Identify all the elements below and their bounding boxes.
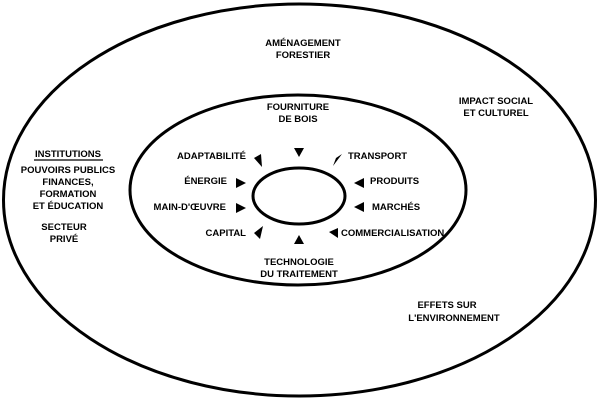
factor-products: Produits	[370, 176, 419, 187]
institutions-public-line-1: Pouvoirs publics	[21, 165, 116, 176]
arrow-from-markets-icon	[354, 202, 364, 212]
arrow-from-wood-supply-icon	[294, 148, 304, 157]
factor-labour: Main-d'œuvre	[154, 202, 226, 213]
arrow-from-products-icon	[354, 178, 364, 188]
institutions-private-line-2: privé	[50, 234, 79, 245]
social-impact-label: Impact social et culturel	[459, 96, 533, 119]
institutions-public-line-2: Finances,	[42, 177, 93, 188]
wood-supply-line-2: de bois	[278, 114, 317, 125]
processing-technology-line-1: Technologie	[264, 257, 334, 268]
forest-management-line-1: Aménagement	[265, 38, 341, 49]
arrows	[236, 148, 364, 244]
social-impact-line-1: Impact social	[459, 96, 533, 107]
arrow-from-technology-icon	[294, 235, 304, 244]
environment-effects-label: Effets sur l'environnement	[408, 300, 500, 324]
arrow-from-transport-icon	[333, 154, 342, 166]
processing-technology-line-2: du traitement	[260, 269, 338, 280]
factor-marketing: Commercialisation	[341, 228, 444, 239]
middle-ellipse	[128, 93, 468, 287]
center-ellipse	[251, 166, 347, 226]
factor-markets: Marchés	[372, 202, 420, 213]
institutions-heading: Institutions	[35, 149, 101, 160]
factor-capital: Capital	[206, 228, 247, 239]
arrow-from-capital-icon	[254, 226, 263, 239]
institutions-block: Institutions Pouvoirs publics Finances, …	[21, 149, 116, 245]
arrow-from-energy-icon	[236, 178, 246, 188]
environment-effects-line-2: l'environnement	[408, 313, 500, 324]
environment-effects-line-1: Effets sur	[417, 300, 476, 311]
factor-energy: Énergie	[184, 176, 227, 187]
right-factors: Transport Produits Marchés Commercialisa…	[341, 151, 444, 239]
factor-transport: Transport	[348, 151, 407, 162]
wood-supply-line-1: Fourniture	[267, 102, 329, 113]
arrow-from-labour-icon	[236, 203, 246, 213]
forest-management-label: Aménagement forestier	[265, 38, 341, 61]
forest-management-line-2: forestier	[276, 50, 331, 61]
arrow-from-adaptability-icon	[254, 154, 262, 167]
social-impact-line-2: et culturel	[463, 108, 528, 119]
left-factors: Adaptabilité Énergie Main-d'œuvre Capita…	[154, 151, 247, 239]
wood-supply-label: Fourniture de bois	[267, 102, 329, 125]
institutions-public-line-3: formation	[40, 189, 97, 200]
institutions-private-line-1: Secteur	[41, 222, 87, 233]
processing-technology-label: Technologie du traitement	[260, 257, 338, 280]
arrow-from-marketing-icon	[329, 228, 338, 238]
institutions-public-line-4: et éducation	[33, 201, 104, 212]
factor-adaptability: Adaptabilité	[177, 151, 246, 162]
